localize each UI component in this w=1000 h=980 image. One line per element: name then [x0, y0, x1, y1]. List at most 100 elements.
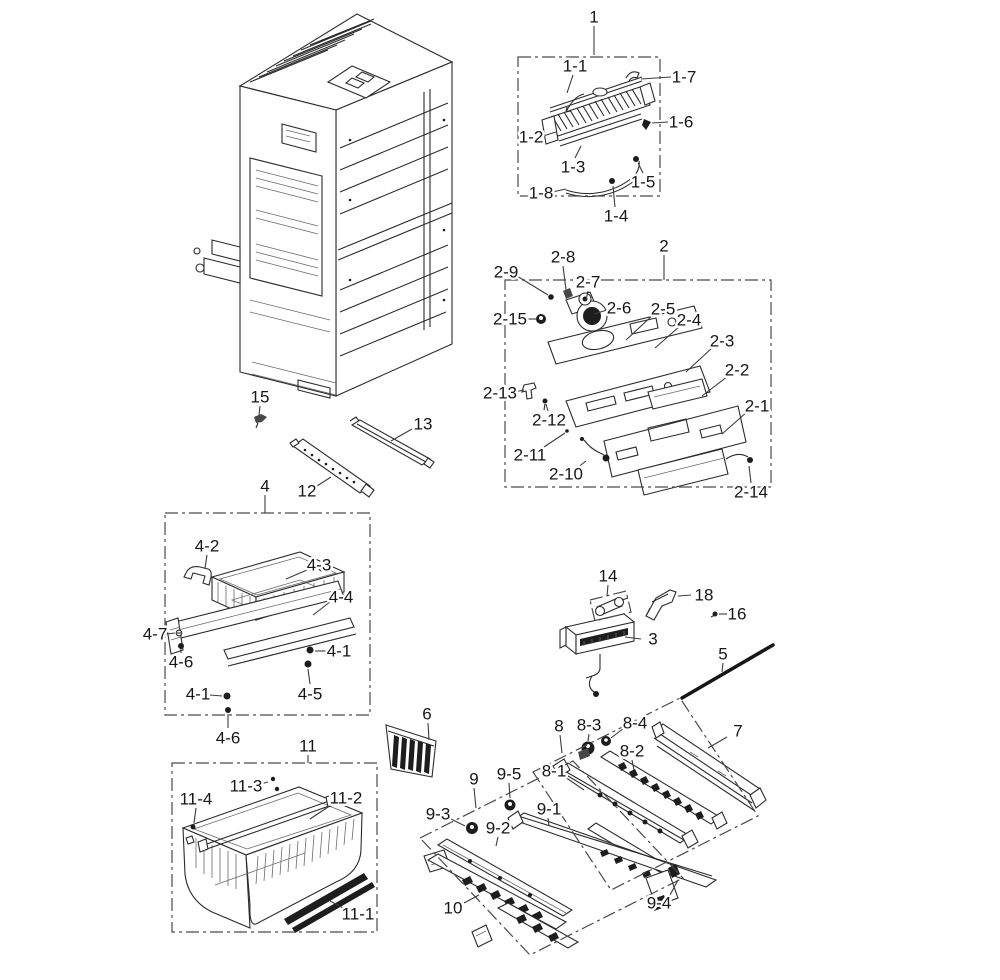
leader-line-8-3	[587, 733, 590, 742]
part-label-4-2: 4-2	[195, 537, 220, 556]
part-label-12: 12	[298, 482, 317, 501]
part-label-2-13: 2-13	[483, 384, 517, 403]
leader-line-1-3	[574, 145, 582, 159]
clip-15-drawing	[254, 414, 267, 429]
group-box-2	[504, 279, 772, 488]
leader-line-8-2	[631, 759, 635, 771]
part-label-4: 4	[260, 477, 269, 496]
part-label-2: 2	[659, 237, 668, 256]
part-label-11-1: 11-1	[342, 905, 375, 924]
part-label-1-3: 1-3	[561, 158, 586, 177]
group-box-4	[164, 512, 371, 716]
leader-line-9	[473, 787, 477, 809]
part-label-8-4: 8-4	[623, 714, 648, 733]
leader-line-1-1	[566, 74, 574, 94]
part-label-11: 11	[299, 737, 317, 756]
part-label-4-1b: 4-1	[186, 685, 211, 704]
leader-line-2-13	[513, 389, 525, 393]
leader-line-2-10	[576, 460, 587, 469]
grille-6-drawing	[385, 724, 437, 778]
leader-line-2-3	[685, 346, 714, 373]
leader-line-9-2	[495, 836, 499, 847]
leader-line-13	[390, 428, 413, 442]
leader-line-4-5	[307, 668, 311, 685]
part-label-1-1: 1-1	[563, 57, 588, 76]
part-label-4-1a: 4-1	[327, 642, 352, 661]
part-label-9-4: 9-4	[647, 894, 672, 913]
group-box-1	[517, 56, 661, 197]
part-label-7: 7	[733, 722, 742, 741]
evaporator-assembly-drawing	[541, 71, 656, 198]
part-label-2-6: 2-6	[607, 299, 632, 318]
leader-line-9-1	[547, 817, 550, 827]
part-label-11-4: 11-4	[180, 790, 213, 809]
rod-5-drawing	[680, 643, 775, 700]
leader-line-4-3	[285, 569, 308, 580]
leader-line-3	[624, 636, 642, 640]
group-boxes-layer	[164, 56, 772, 956]
group-box-11	[171, 762, 378, 933]
leader-line-2-11	[540, 432, 566, 450]
leader-line-4-2	[204, 554, 208, 569]
drawer-assembly-drawing	[165, 551, 357, 713]
part-label-1-2: 1-2	[519, 128, 544, 147]
leader-line-9-4	[668, 879, 679, 898]
part-label-2-4: 2-4	[677, 311, 702, 330]
part-label-2-10: 2-10	[549, 465, 583, 484]
leader-line-15	[258, 405, 261, 416]
part-label-4-6a: 4-6	[169, 653, 194, 672]
part-label-2-14: 2-14	[734, 483, 768, 502]
leader-line-12	[316, 476, 332, 487]
part-label-1-8: 1-8	[529, 184, 554, 203]
leader-line-2-6	[593, 309, 608, 315]
part-label-10: 10	[444, 899, 463, 918]
part-label-2-5: 2-5	[651, 300, 676, 319]
part-label-11-3: 11-3	[230, 777, 263, 796]
part-label-2-3: 2-3	[710, 332, 735, 351]
part-label-8-3: 8-3	[577, 716, 602, 735]
leader-line-2-9	[516, 275, 549, 296]
part-label-2-15: 2-15	[493, 310, 527, 329]
part-label-18: 18	[695, 586, 714, 605]
part-label-9-3: 9-3	[426, 805, 451, 824]
leader-line-11-2	[309, 802, 335, 820]
leader-line-4-7	[165, 632, 176, 635]
part-label-1-5: 1-5	[631, 173, 656, 192]
part-label-4-7: 4-7	[143, 625, 168, 644]
part-label-2-8: 2-8	[551, 248, 576, 267]
part-label-2-9: 2-9	[494, 263, 519, 282]
part-label-5: 5	[718, 645, 727, 664]
leader-line-2-8	[562, 265, 567, 291]
rail-7-drawing	[651, 721, 767, 812]
part-label-9-2: 9-2	[486, 819, 511, 838]
part-label-9-1: 9-1	[537, 800, 562, 819]
leader-line-2-4	[654, 325, 681, 349]
leader-line-9-5	[508, 782, 511, 799]
leader-line-2-14	[748, 465, 752, 484]
cabinet-drawing	[193, 13, 454, 399]
leader-line-2-1	[721, 410, 749, 435]
part-label-6: 6	[422, 705, 431, 724]
part-label-2-12: 2-12	[532, 411, 566, 430]
part-label-8: 8	[554, 717, 563, 736]
part-label-13: 13	[414, 415, 433, 434]
leader-line-9-3	[448, 817, 466, 827]
leader-line-4-4	[312, 601, 331, 616]
leader-line-10	[463, 894, 480, 904]
leader-line-1-6	[651, 121, 669, 124]
part-label-1-6: 1-6	[669, 113, 694, 132]
rail-13-drawing	[349, 416, 435, 469]
leader-line-11-1	[329, 900, 348, 911]
leader-line-11-4	[193, 807, 197, 824]
part-label-2-2: 2-2	[725, 361, 750, 380]
part-label-4-5: 4-5	[298, 685, 323, 704]
part-label-16: 16	[728, 605, 747, 624]
part-label-14: 14	[599, 567, 618, 586]
basket-assembly-drawing	[181, 776, 375, 933]
part-label-15: 15	[251, 388, 270, 407]
part-label-8-2: 8-2	[620, 742, 645, 761]
leader-line-1-4	[612, 185, 616, 208]
bracket-18-drawing	[645, 589, 677, 621]
